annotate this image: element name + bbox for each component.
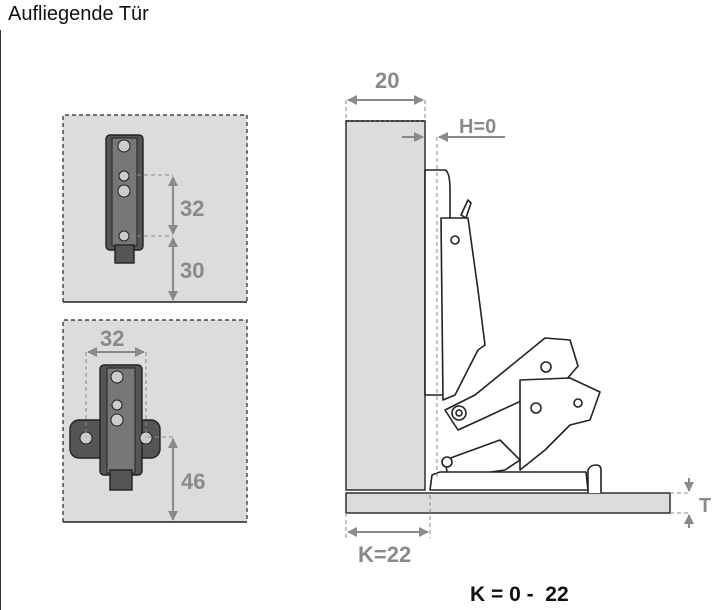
- k-range-label: K = 0 - 22: [470, 583, 569, 606]
- bottom-mounting-plate-panel: 32 46: [62, 319, 248, 523]
- hinge-side-view: 20 H=0 K=22 T: [345, 68, 711, 567]
- door-panel: [345, 120, 426, 491]
- cabinet-side-panel: [345, 492, 671, 514]
- bottom-spacing-label: 32: [100, 326, 124, 351]
- k-distance-label: K=22: [358, 542, 411, 567]
- bottom-distance-label: 46: [181, 469, 205, 494]
- left-border-line: [0, 30, 1, 610]
- h-overlay-label: H=0: [459, 116, 496, 138]
- door-thickness-label: 20: [375, 68, 399, 93]
- cross-mounting-plate-icon: [69, 364, 161, 491]
- top-distance-label: 30: [180, 258, 204, 283]
- t-thickness-label: T: [699, 495, 711, 517]
- top-mounting-plate-panel: 32 30: [62, 114, 248, 303]
- linear-mounting-plate-icon: [105, 134, 144, 264]
- concealed-hinge-icon: [424, 169, 602, 493]
- diagram-title: Aufliegende Tür: [8, 3, 149, 25]
- top-spacing-label: 32: [180, 196, 204, 221]
